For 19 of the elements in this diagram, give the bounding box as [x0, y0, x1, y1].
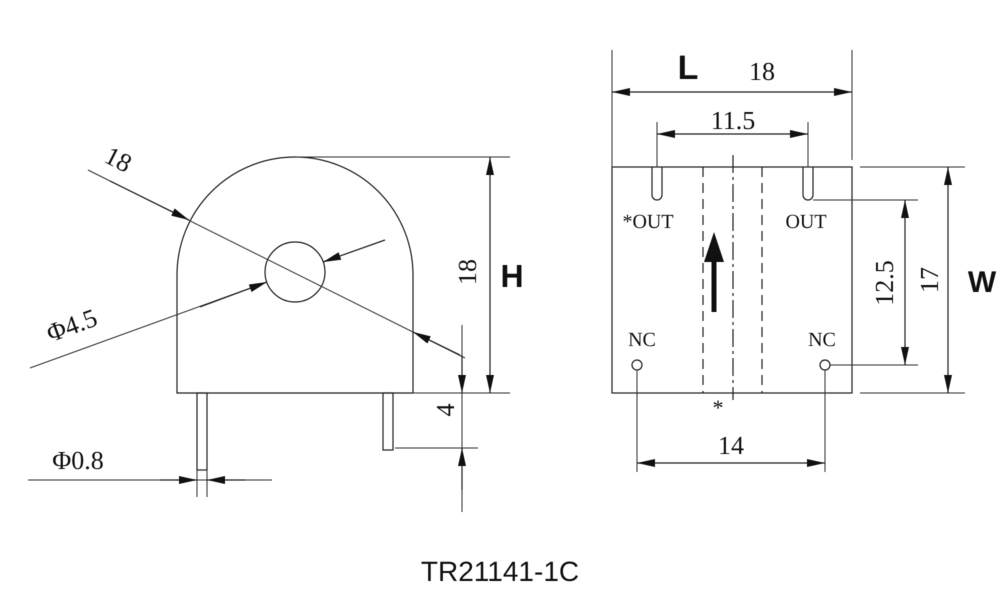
- dimension-label: OUT: [785, 212, 827, 232]
- dimension-label: 11.5: [710, 108, 756, 134]
- dimension-label: *OUT: [622, 212, 674, 232]
- dimension-label: 18: [100, 142, 136, 178]
- dimension-symbol: W: [968, 268, 996, 298]
- dimension-symbol: H: [500, 260, 524, 292]
- dimension-label: *: [712, 397, 724, 419]
- dimension-label: 4: [433, 404, 459, 416]
- dimension-label: 18: [749, 59, 775, 85]
- dimension-label: 14: [718, 433, 744, 459]
- dimension-label: Φ0.8: [52, 448, 104, 474]
- dimension-label: 12.5: [872, 260, 898, 306]
- dimension-symbol: L: [678, 51, 698, 85]
- dimension-label: Φ4.5: [43, 304, 101, 348]
- caption: TR21141-1C: [420, 558, 580, 586]
- dimension-label: 17: [917, 267, 943, 293]
- dimension-label: 18: [455, 259, 481, 285]
- dimension-label: NC: [808, 330, 836, 350]
- dimension-label: NC: [628, 330, 656, 350]
